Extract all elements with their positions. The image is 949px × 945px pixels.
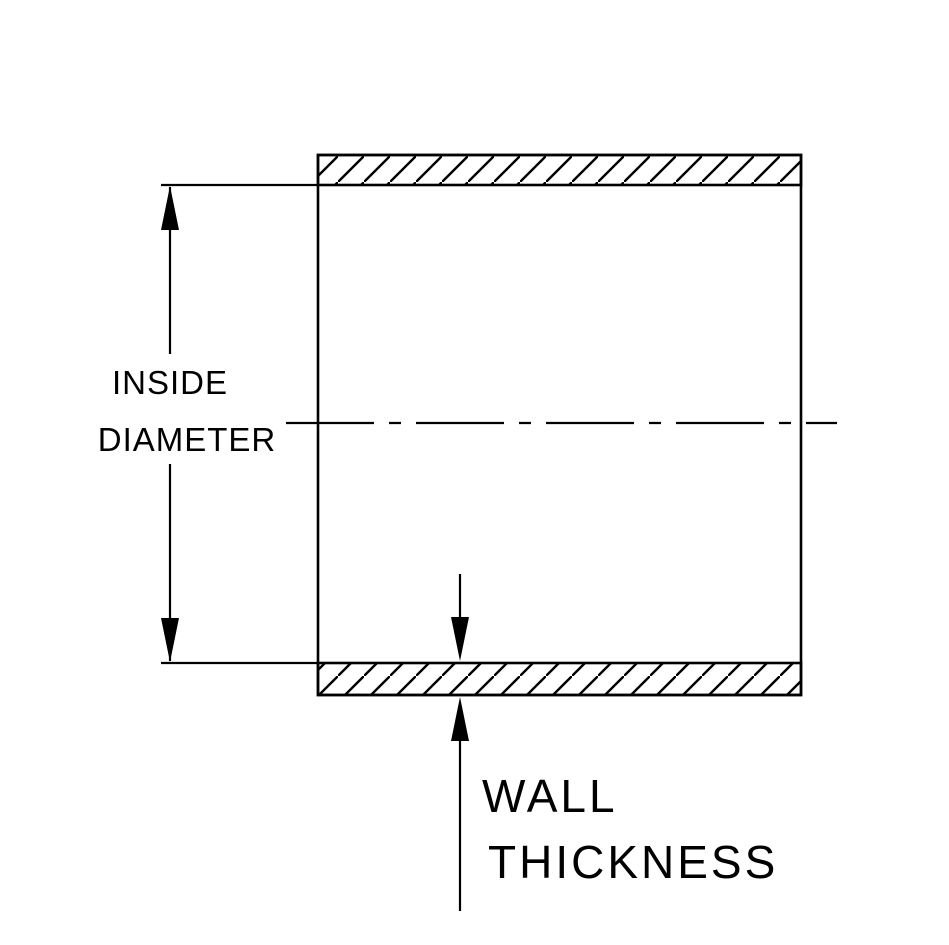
bottom-wall-hatched-section bbox=[316, 661, 803, 697]
wall-thickness-up-arrow-icon bbox=[451, 697, 469, 741]
inside-diameter-down-arrow-icon bbox=[161, 618, 179, 662]
wall-thickness-down-arrow-icon bbox=[451, 617, 469, 661]
inside-diameter-up-arrow-icon bbox=[161, 186, 179, 230]
inside-diameter-label-line2: DIAMETER bbox=[98, 421, 277, 458]
inside-diameter-label-line1: INSIDE bbox=[112, 364, 228, 401]
body-outline bbox=[316, 153, 803, 697]
inside-diameter-dimension bbox=[161, 183, 318, 665]
wall-thickness-dimension bbox=[451, 574, 469, 911]
wall-thickness-label-line2: THICKNESS bbox=[488, 836, 778, 888]
top-wall-hatched-section bbox=[316, 153, 803, 187]
wall-thickness-label-line1: WALL bbox=[482, 770, 618, 822]
coupler-body bbox=[316, 153, 803, 697]
